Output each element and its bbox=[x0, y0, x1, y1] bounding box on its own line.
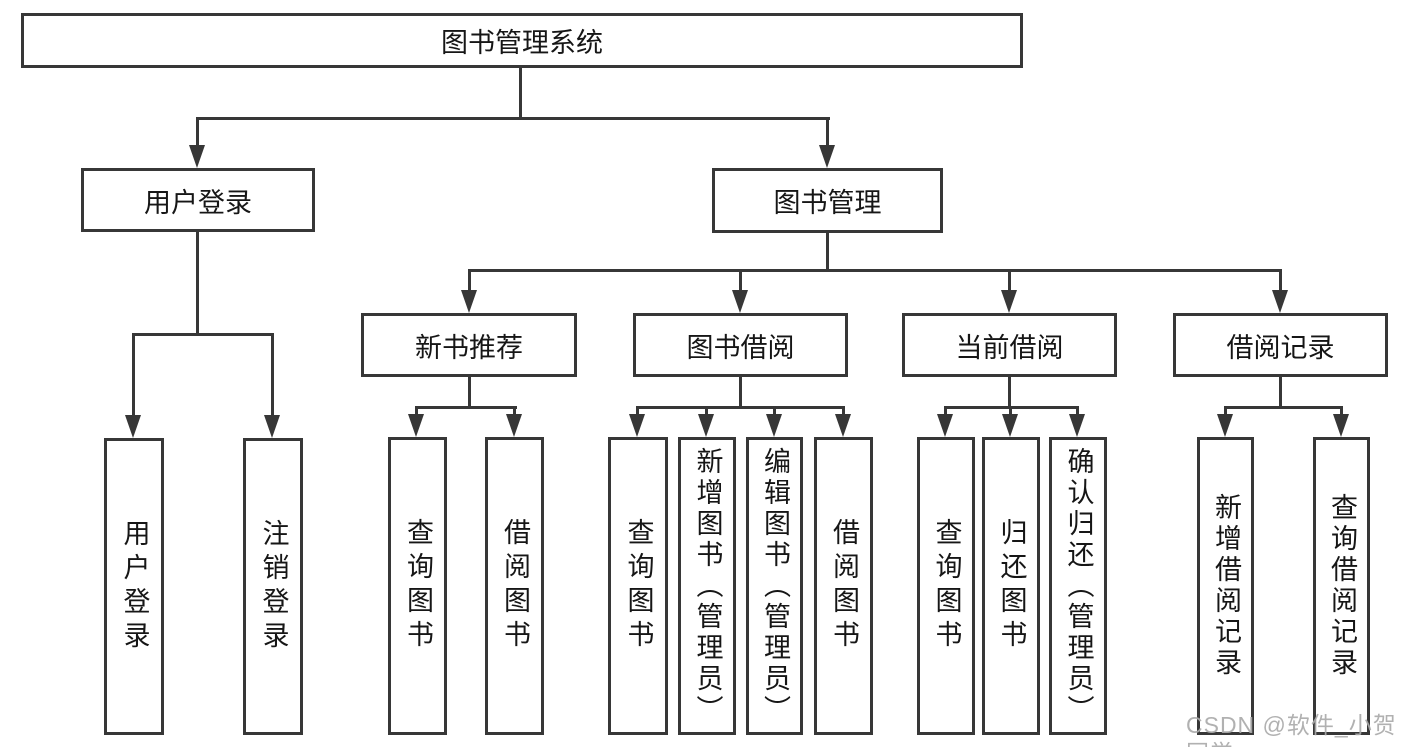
line-drop-borrow-records bbox=[1279, 269, 1282, 293]
leaf-recommend-query-book: 查询图书 bbox=[388, 437, 447, 735]
line-root-bar bbox=[197, 117, 830, 120]
leaf-user-login: 用户登录 bbox=[104, 438, 164, 735]
line-drop-records-add bbox=[1224, 406, 1227, 418]
line-drop-recommend-borrow bbox=[513, 406, 516, 418]
line-drop-leaf-user-login bbox=[132, 333, 135, 417]
arrowhead-leaf-user-login bbox=[125, 415, 141, 438]
leaf-current-query-book-label: 查询图书 bbox=[931, 518, 962, 654]
leaf-current-confirm-return-admin-label: 确认归还（管理员） bbox=[1063, 446, 1094, 726]
line-user-login-stem bbox=[196, 232, 199, 336]
line-recommend-stem bbox=[468, 377, 471, 409]
leaf-records-add-record: 新增借阅记录 bbox=[1197, 437, 1254, 735]
leaf-current-return-book-label: 归还图书 bbox=[996, 518, 1027, 654]
arrowhead-current-borrow bbox=[1001, 290, 1017, 313]
node-book-management-label: 图书管理 bbox=[773, 188, 882, 218]
leaf-borrow-borrow-book: 借阅图书 bbox=[814, 437, 873, 735]
leaf-borrow-edit-book-admin: 编辑图书（管理员） bbox=[746, 437, 803, 735]
arrowhead-borrow-records bbox=[1272, 290, 1288, 313]
line-drop-book-borrow bbox=[739, 269, 742, 293]
line-drop-user-login bbox=[196, 117, 199, 149]
line-drop-leaf-logout bbox=[271, 333, 274, 417]
node-borrow-records-label: 借阅记录 bbox=[1226, 332, 1335, 363]
arrowhead-user-login bbox=[189, 145, 205, 168]
line-drop-current-confirm bbox=[1076, 406, 1079, 418]
line-drop-borrow-add bbox=[705, 406, 708, 418]
line-drop-borrow-edit bbox=[773, 406, 776, 418]
arrowhead-borrow-query bbox=[629, 414, 645, 437]
arrowhead-book-borrow bbox=[732, 290, 748, 313]
arrowhead-borrow-add bbox=[698, 414, 714, 437]
leaf-records-add-record-label: 新增借阅记录 bbox=[1211, 493, 1241, 679]
leaf-borrow-query-book-label: 查询图书 bbox=[623, 518, 654, 654]
line-current-bar bbox=[945, 406, 1079, 409]
line-recommend-bar bbox=[416, 406, 517, 409]
leaf-borrow-add-book-admin-label: 新增图书（管理员） bbox=[692, 446, 723, 726]
leaf-recommend-query-book-label: 查询图书 bbox=[403, 518, 433, 654]
leaf-borrow-borrow-book-label: 借阅图书 bbox=[829, 518, 859, 654]
node-root-label: 图书管理系统 bbox=[441, 28, 603, 58]
leaf-borrow-add-book-admin: 新增图书（管理员） bbox=[678, 437, 736, 735]
csdn-watermark: CSDN @软件_小贺同学 bbox=[1186, 712, 1397, 747]
node-root: 图书管理系统 bbox=[21, 13, 1023, 68]
leaf-borrow-query-book: 查询图书 bbox=[608, 437, 668, 735]
arrowhead-records-query bbox=[1333, 414, 1349, 437]
line-drop-book-management bbox=[826, 117, 829, 149]
leaf-borrow-edit-book-admin-label: 编辑图书（管理员） bbox=[760, 446, 790, 726]
line-drop-new-book-recommend bbox=[468, 269, 471, 293]
node-current-borrow: 当前借阅 bbox=[902, 313, 1117, 377]
arrowhead-book-management bbox=[819, 145, 835, 168]
leaf-logout: 注销登录 bbox=[243, 438, 303, 735]
node-new-book-recommend: 新书推荐 bbox=[361, 313, 577, 377]
line-root-stem bbox=[519, 68, 522, 119]
node-current-borrow-label: 当前借阅 bbox=[955, 332, 1064, 363]
leaf-current-query-book: 查询图书 bbox=[917, 437, 975, 735]
line-borrow-stem bbox=[739, 377, 742, 409]
line-drop-borrow-borrow bbox=[842, 406, 845, 418]
arrowhead-leaf-logout bbox=[264, 415, 280, 438]
line-drop-records-query bbox=[1340, 406, 1343, 418]
node-user-login-label: 用户登录 bbox=[144, 187, 252, 218]
line-current-stem bbox=[1008, 377, 1011, 409]
arrowhead-borrow-borrow bbox=[835, 414, 851, 437]
leaf-recommend-borrow-book: 借阅图书 bbox=[485, 437, 544, 735]
leaf-current-confirm-return-admin: 确认归还（管理员） bbox=[1049, 437, 1107, 735]
arrowhead-new-book-recommend bbox=[461, 290, 477, 313]
leaf-records-query-record-label: 查询借阅记录 bbox=[1327, 493, 1357, 679]
node-borrow-records: 借阅记录 bbox=[1173, 313, 1388, 377]
arrowhead-current-query bbox=[937, 414, 953, 437]
line-borrow-bar bbox=[637, 406, 844, 409]
node-book-borrow-label: 图书借阅 bbox=[686, 332, 795, 363]
node-new-book-recommend-label: 新书推荐 bbox=[415, 332, 523, 363]
leaf-user-login-label: 用户登录 bbox=[119, 518, 150, 655]
line-records-stem bbox=[1279, 377, 1282, 409]
arrowhead-borrow-edit bbox=[766, 414, 782, 437]
line-user-login-bar bbox=[132, 333, 274, 336]
line-drop-borrow-query bbox=[636, 406, 639, 418]
line-records-bar bbox=[1224, 406, 1343, 409]
leaf-current-return-book: 归还图书 bbox=[982, 437, 1040, 735]
leaf-logout-label: 注销登录 bbox=[258, 518, 289, 655]
arrowhead-current-return bbox=[1002, 414, 1018, 437]
node-book-management: 图书管理 bbox=[712, 168, 943, 233]
line-drop-current-query bbox=[944, 406, 947, 418]
line-book-management-stem bbox=[826, 233, 829, 272]
line-drop-current-return bbox=[1009, 406, 1012, 418]
leaf-recommend-borrow-book-label: 借阅图书 bbox=[500, 518, 530, 654]
line-drop-recommend-query bbox=[415, 406, 418, 418]
leaf-records-query-record: 查询借阅记录 bbox=[1313, 437, 1370, 735]
line-drop-current-borrow bbox=[1008, 269, 1011, 293]
arrowhead-recommend-borrow bbox=[506, 414, 522, 437]
line-book-management-bar bbox=[469, 269, 1282, 272]
arrowhead-recommend-query bbox=[408, 414, 424, 437]
arrowhead-current-confirm bbox=[1069, 414, 1085, 437]
node-user-login: 用户登录 bbox=[81, 168, 315, 232]
node-book-borrow: 图书借阅 bbox=[633, 313, 848, 377]
arrowhead-records-add bbox=[1217, 414, 1233, 437]
